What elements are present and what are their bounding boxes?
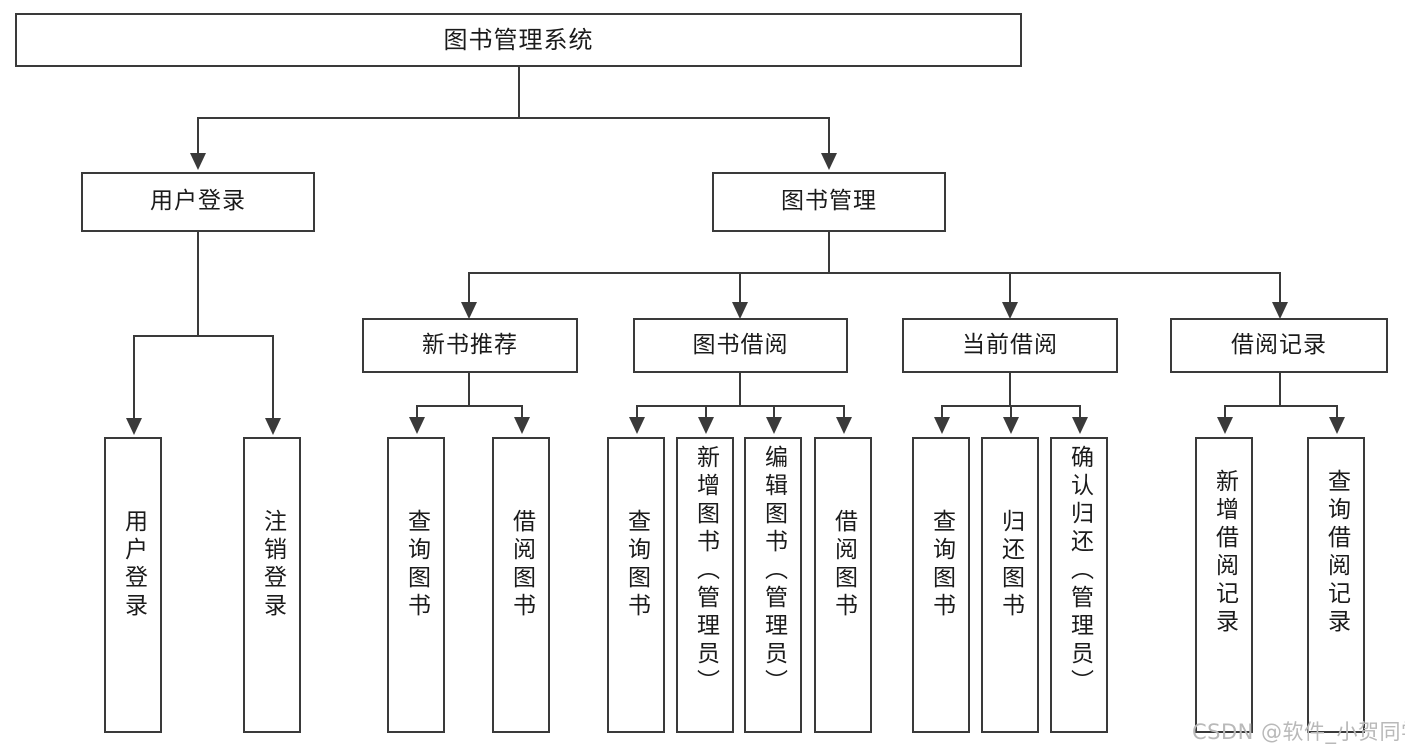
connector-drop-leaf-user-login [133, 335, 135, 420]
connector-drop-leaf-edit-book [773, 405, 775, 419]
node-label: 当前借阅 [962, 331, 1058, 358]
node-label: 图书管理 [781, 188, 877, 215]
node-label: 新书推荐 [422, 331, 518, 358]
node-label: 图书借阅 [692, 331, 789, 358]
arrow-borrow-record [1272, 302, 1288, 319]
arrow-leaf-query-book-2 [629, 417, 645, 434]
node-label: 查询图书 [403, 509, 430, 621]
node-leaf-add-record[interactable]: 新增借阅记录 [1195, 437, 1253, 733]
connector-drop-leaf-add-book [705, 405, 707, 419]
node-label: 查询图书 [928, 509, 955, 621]
node-leaf-return-book[interactable]: 归还图书 [981, 437, 1039, 733]
connector-drop-new-book-recommend [468, 272, 470, 304]
node-new-book-recommend[interactable]: 新书推荐 [362, 318, 578, 373]
arrow-leaf-return-book [1003, 417, 1019, 434]
node-leaf-query-book-3[interactable]: 查询图书 [912, 437, 970, 733]
arrow-leaf-query-book-1 [409, 417, 425, 434]
node-label: 查询图书 [623, 509, 650, 621]
connector-current-borrow-stem [1009, 373, 1011, 405]
connector-new-book-recommend-stem [468, 373, 470, 405]
node-leaf-add-book[interactable]: 新增图书（管理员） [676, 437, 734, 733]
connector-drop-user-login [197, 117, 199, 155]
arrow-leaf-edit-book [766, 417, 782, 434]
arrow-leaf-add-record [1217, 417, 1233, 434]
connector-drop-leaf-query-book-1 [416, 405, 418, 419]
node-root-system[interactable]: 图书管理系统 [15, 13, 1022, 67]
arrow-leaf-user-login [126, 418, 142, 435]
arrow-leaf-borrow-book-1 [514, 417, 530, 434]
connector-level1-bus [197, 117, 828, 119]
connector-drop-leaf-borrow-book-2 [843, 405, 845, 419]
csdn-watermark: CSDN @软件_小贺同学 [1192, 720, 1405, 744]
arrow-current-borrow [1002, 302, 1018, 319]
arrow-new-book-recommend [461, 302, 477, 319]
node-label: 借阅记录 [1231, 331, 1327, 358]
node-book-borrow[interactable]: 图书借阅 [633, 318, 848, 373]
connector-drop-leaf-query-book-3 [941, 405, 943, 419]
node-leaf-user-login[interactable]: 用户登录 [104, 437, 162, 733]
connector-level2-bus [468, 272, 1279, 274]
connector-drop-leaf-return-book [1010, 405, 1012, 419]
node-current-borrow[interactable]: 当前借阅 [902, 318, 1118, 373]
connector-root-stem [518, 67, 520, 117]
arrow-leaf-user-logout [265, 418, 281, 435]
arrow-leaf-query-record [1329, 417, 1345, 434]
node-leaf-query-book-1[interactable]: 查询图书 [387, 437, 445, 733]
arrow-book-borrow [732, 302, 748, 319]
connector-book-borrow-bus [636, 405, 844, 407]
connector-drop-leaf-borrow-book-1 [521, 405, 523, 419]
connector-drop-book-manage [828, 117, 830, 155]
connector-book-manage-stem [828, 232, 830, 272]
connector-user-login-bus [133, 335, 273, 337]
node-leaf-edit-book[interactable]: 编辑图书（管理员） [744, 437, 802, 733]
node-label: 注销登录 [259, 509, 286, 621]
connector-drop-leaf-query-record [1336, 405, 1338, 419]
node-label: 借阅图书 [508, 509, 535, 621]
connector-drop-leaf-confirm-return [1079, 405, 1081, 419]
connector-drop-current-borrow [1009, 272, 1011, 304]
node-leaf-query-record[interactable]: 查询借阅记录 [1307, 437, 1365, 733]
node-label: 归还图书 [997, 509, 1024, 621]
node-label: 借阅图书 [830, 509, 857, 621]
node-label: 用户登录 [150, 188, 246, 215]
arrow-book-manage [821, 153, 837, 170]
node-label: 查询借阅记录 [1323, 469, 1350, 637]
arrow-leaf-confirm-return [1072, 417, 1088, 434]
node-label: 编辑图书（管理员） [760, 445, 787, 697]
connector-drop-leaf-query-book-2 [636, 405, 638, 419]
connector-book-borrow-stem [739, 373, 741, 405]
connector-drop-leaf-user-logout [272, 335, 274, 420]
node-leaf-confirm-return[interactable]: 确认归还（管理员） [1050, 437, 1108, 733]
arrow-leaf-query-book-3 [934, 417, 950, 434]
node-label: 确认归还（管理员） [1066, 445, 1093, 697]
node-user-login[interactable]: 用户登录 [81, 172, 315, 232]
connector-borrow-record-bus [1224, 405, 1337, 407]
node-borrow-record[interactable]: 借阅记录 [1170, 318, 1388, 373]
arrow-leaf-borrow-book-2 [836, 417, 852, 434]
node-label: 图书管理系统 [443, 25, 594, 54]
connector-drop-leaf-add-record [1224, 405, 1226, 419]
connector-new-book-recommend-bus [416, 405, 522, 407]
node-leaf-borrow-book-2[interactable]: 借阅图书 [814, 437, 872, 733]
connector-user-login-stem [197, 232, 199, 335]
connector-drop-book-borrow [739, 272, 741, 304]
node-leaf-borrow-book-1[interactable]: 借阅图书 [492, 437, 550, 733]
node-label: 用户登录 [120, 509, 147, 621]
connector-borrow-record-stem [1279, 373, 1281, 405]
node-leaf-query-book-2[interactable]: 查询图书 [607, 437, 665, 733]
arrow-leaf-add-book [698, 417, 714, 434]
node-label: 新增借阅记录 [1211, 469, 1238, 637]
node-label: 新增图书（管理员） [692, 445, 719, 697]
connector-drop-borrow-record [1279, 272, 1281, 304]
node-book-manage[interactable]: 图书管理 [712, 172, 946, 232]
node-leaf-user-logout[interactable]: 注销登录 [243, 437, 301, 733]
arrow-user-login [190, 153, 206, 170]
